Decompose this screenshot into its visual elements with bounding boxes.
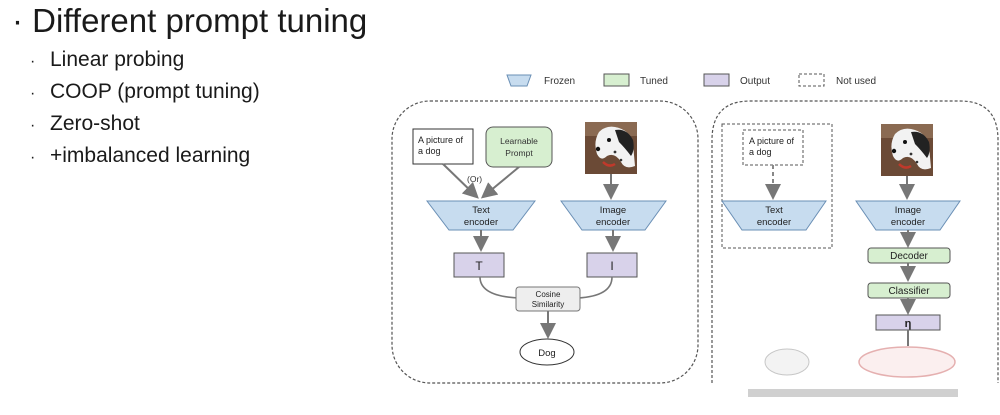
left-text-arrow: [442, 163, 479, 199]
left-text-encoder: [425, 200, 537, 231]
bullet-dot: ·: [30, 53, 36, 70]
title-bullet: ·: [12, 2, 23, 39]
left-output-ellipse: [519, 338, 575, 366]
slide-title: · Different prompt tuning: [12, 2, 367, 40]
left-panel-border: [391, 100, 699, 384]
bullet-text: COOP (prompt tuning): [50, 80, 260, 103]
left-image-encoder-line2: encoder: [596, 217, 630, 228]
bullet-list: · Linear probing · COOP (prompt tuning) · Z…: [30, 46, 260, 174]
image-embedding-label: I: [610, 259, 613, 273]
learnable-prompt-arrow: [480, 166, 520, 199]
right-text-encoder-line2: encoder: [757, 217, 791, 228]
left-image-encoder: [560, 200, 667, 231]
right-image-encoder: [855, 200, 961, 231]
bullet-dot: ·: [30, 117, 36, 134]
bullet-item: · COOP (prompt tuning): [30, 78, 260, 110]
legend: Frozen Tuned Output Not used: [506, 73, 876, 87]
bullet-item: · Linear probing: [30, 46, 260, 78]
right-text-input-box: [742, 129, 804, 166]
right-text-input-line2: a dog: [749, 147, 772, 157]
right-text-encoder: [721, 200, 827, 231]
right-panel: A picture of a dog Text encoder Image en…: [711, 100, 999, 397]
decoder-label: Decoder: [890, 251, 928, 262]
cropped-red-ellipse: [858, 346, 956, 378]
bullet-item: · Zero-shot: [30, 110, 260, 142]
title-text: Different prompt tuning: [32, 2, 368, 39]
bullet-dot: ·: [30, 149, 36, 166]
bullet-text: +imbalanced learning: [50, 144, 251, 167]
left-text-input-line2: a dog: [418, 146, 441, 156]
right-image-encoder-line2: encoder: [891, 217, 925, 228]
right-dog-image: [879, 122, 935, 178]
bullet-dot: ·: [30, 85, 36, 102]
cropped-bottom-content: [748, 346, 958, 397]
bullet-text: Zero-shot: [50, 112, 140, 135]
right-output-label: η: [905, 318, 912, 330]
left-dog-image: [583, 120, 639, 176]
left-text-input-line1: A picture of: [418, 135, 464, 145]
learnable-prompt-box: [485, 126, 553, 168]
right-text-encoder-line1: Text: [765, 205, 783, 216]
left-text-encoder-line1: Text: [472, 205, 490, 216]
text-embedding-box: [453, 252, 505, 278]
cropped-caption-bar: [748, 389, 958, 397]
legend-not-used-label: Not used: [836, 76, 876, 87]
cropped-gray-ellipse: [764, 348, 810, 376]
learnable-prompt-line1: Learnable: [500, 136, 538, 146]
cosine-similarity-line1: Cosine: [536, 290, 561, 299]
left-text-input-box: [412, 128, 474, 165]
legend-tuned-label: Tuned: [640, 76, 668, 87]
left-text-encoder-line2: encoder: [464, 217, 498, 228]
or-label: (Or): [467, 174, 482, 184]
not-used-region: [721, 123, 833, 249]
legend-frozen-label: Frozen: [544, 76, 575, 87]
learnable-prompt-line2: Prompt: [505, 148, 533, 158]
cosine-similarity-line2: Similarity: [532, 300, 564, 309]
legend-tuned-swatch: [603, 73, 630, 87]
left-image-encoder-line1: Image: [600, 205, 626, 216]
left-output-label: Dog: [538, 348, 555, 359]
legend-output-label: Output: [740, 76, 770, 87]
legend-not-used-swatch: [798, 73, 825, 87]
classifier-label: Classifier: [888, 286, 930, 297]
right-panel-border: [711, 100, 999, 383]
left-panel: A picture of a dog Learnable Prompt (Or)…: [391, 100, 699, 384]
bullet-text: Linear probing: [50, 48, 185, 71]
text-embedding-label: T: [475, 259, 483, 273]
bullet-item: · +imbalanced learning: [30, 142, 260, 174]
cosine-connector: [479, 276, 613, 299]
legend-output-swatch: [703, 73, 730, 87]
legend-frozen-swatch: [506, 74, 532, 87]
right-text-input-line1: A picture of: [749, 136, 795, 146]
right-image-encoder-line1: Image: [895, 205, 921, 216]
